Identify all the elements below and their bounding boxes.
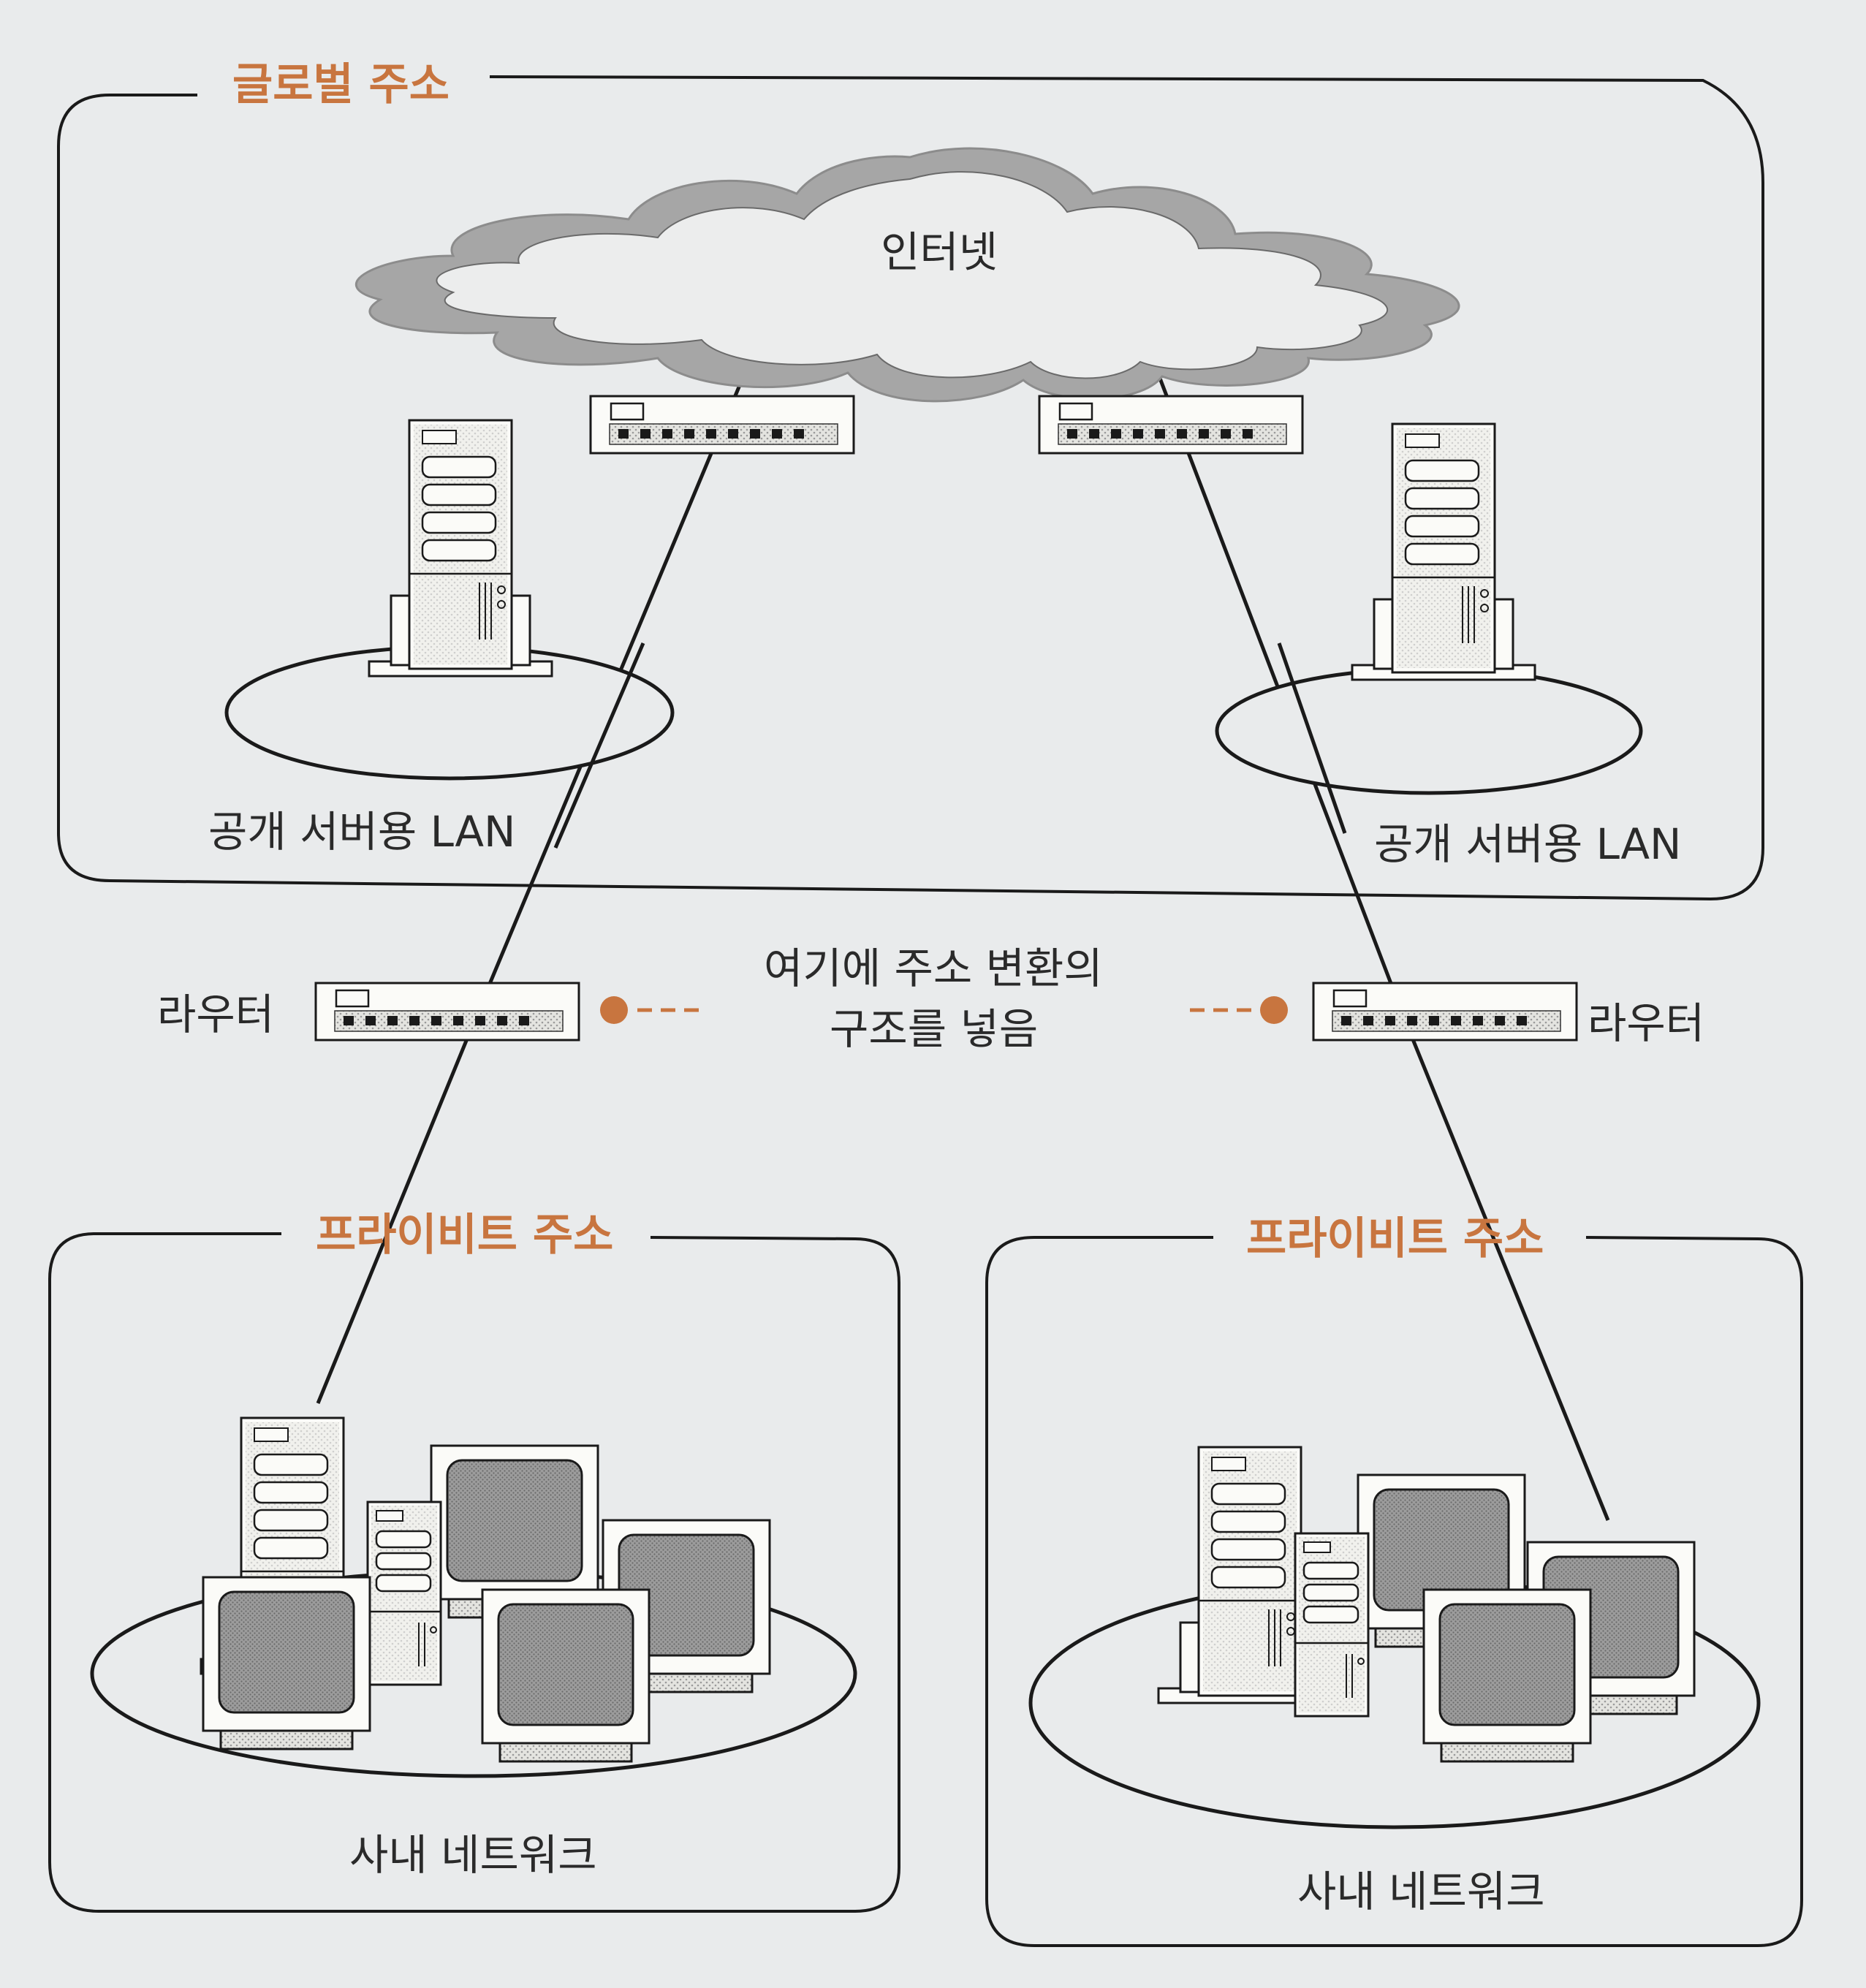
global-zone-border [57, 75, 1764, 901]
private-zone-left: 프라이비트 주소 사내 네트워크 [48, 1210, 900, 1913]
internet-label: 인터넷 [881, 227, 998, 277]
router-left-label: 라우터 [157, 990, 274, 1039]
office-pc-right [1294, 1532, 1370, 1718]
office-monitor-left-front [202, 1576, 371, 1750]
lan-left-label: 사내 네트워크 [349, 1830, 597, 1880]
internet-switch-left [589, 395, 855, 455]
internet-cloud: 인터넷 [354, 147, 1460, 403]
router-right-group: 라우터 [1190, 982, 1704, 1048]
global-address-zone: 글로벌 주소 [57, 59, 1764, 901]
public-lan-right: 공개 서버용 LAN [1215, 422, 1681, 869]
private-zone-right-label: 프라이비트 주소 [1246, 1213, 1544, 1264]
public-lan-left: 공개 서버용 LAN [208, 419, 675, 857]
lan-right-label: 사내 네트워크 [1297, 1867, 1545, 1916]
global-zone-label: 글로벌 주소 [232, 59, 450, 110]
router-left-group: 라우터 [157, 982, 705, 1042]
nat-note-line2: 구조를 넣음 [830, 1004, 1038, 1054]
router-right [1312, 982, 1578, 1042]
public-server-right [1351, 422, 1536, 681]
internet-switch-right [1038, 395, 1304, 455]
nat-note-line1: 여기에 주소 변환의 [764, 944, 1103, 993]
office-monitor-right-center [1422, 1588, 1592, 1763]
nat-note: 여기에 주소 변환의 구조를 넣음 [764, 944, 1103, 1054]
router-right-label: 라우터 [1588, 998, 1704, 1048]
office-monitor-left-center [481, 1588, 651, 1763]
public-server-left [368, 419, 553, 678]
public-lan-left-label: 공개 서버용 LAN [208, 807, 515, 857]
office-pc-left [366, 1501, 442, 1686]
link-right [1142, 335, 1610, 1521]
router-left [314, 982, 580, 1042]
nat-marker-right [1260, 996, 1288, 1024]
private-zone-left-label: 프라이비트 주소 [316, 1210, 613, 1261]
public-lan-right-label: 공개 서버용 LAN [1374, 819, 1681, 869]
private-zone-right: 프라이비트 주소 사내 네트워크 [985, 1213, 1803, 1947]
nat-marker-left [600, 996, 628, 1024]
link-overlays [553, 642, 1347, 849]
